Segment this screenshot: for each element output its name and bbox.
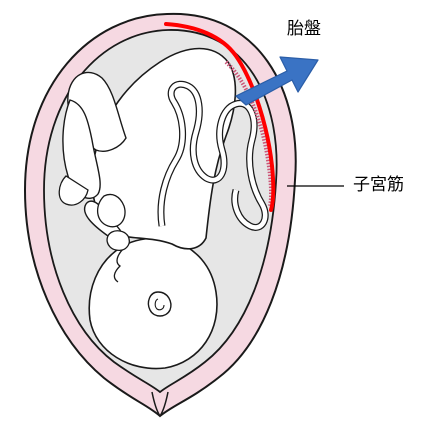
fetal-hand [107,231,129,251]
fetal-head [89,238,217,368]
placenta-label: 胎盤 [287,21,321,38]
uterine-muscle-label: 子宮筋 [353,177,404,194]
